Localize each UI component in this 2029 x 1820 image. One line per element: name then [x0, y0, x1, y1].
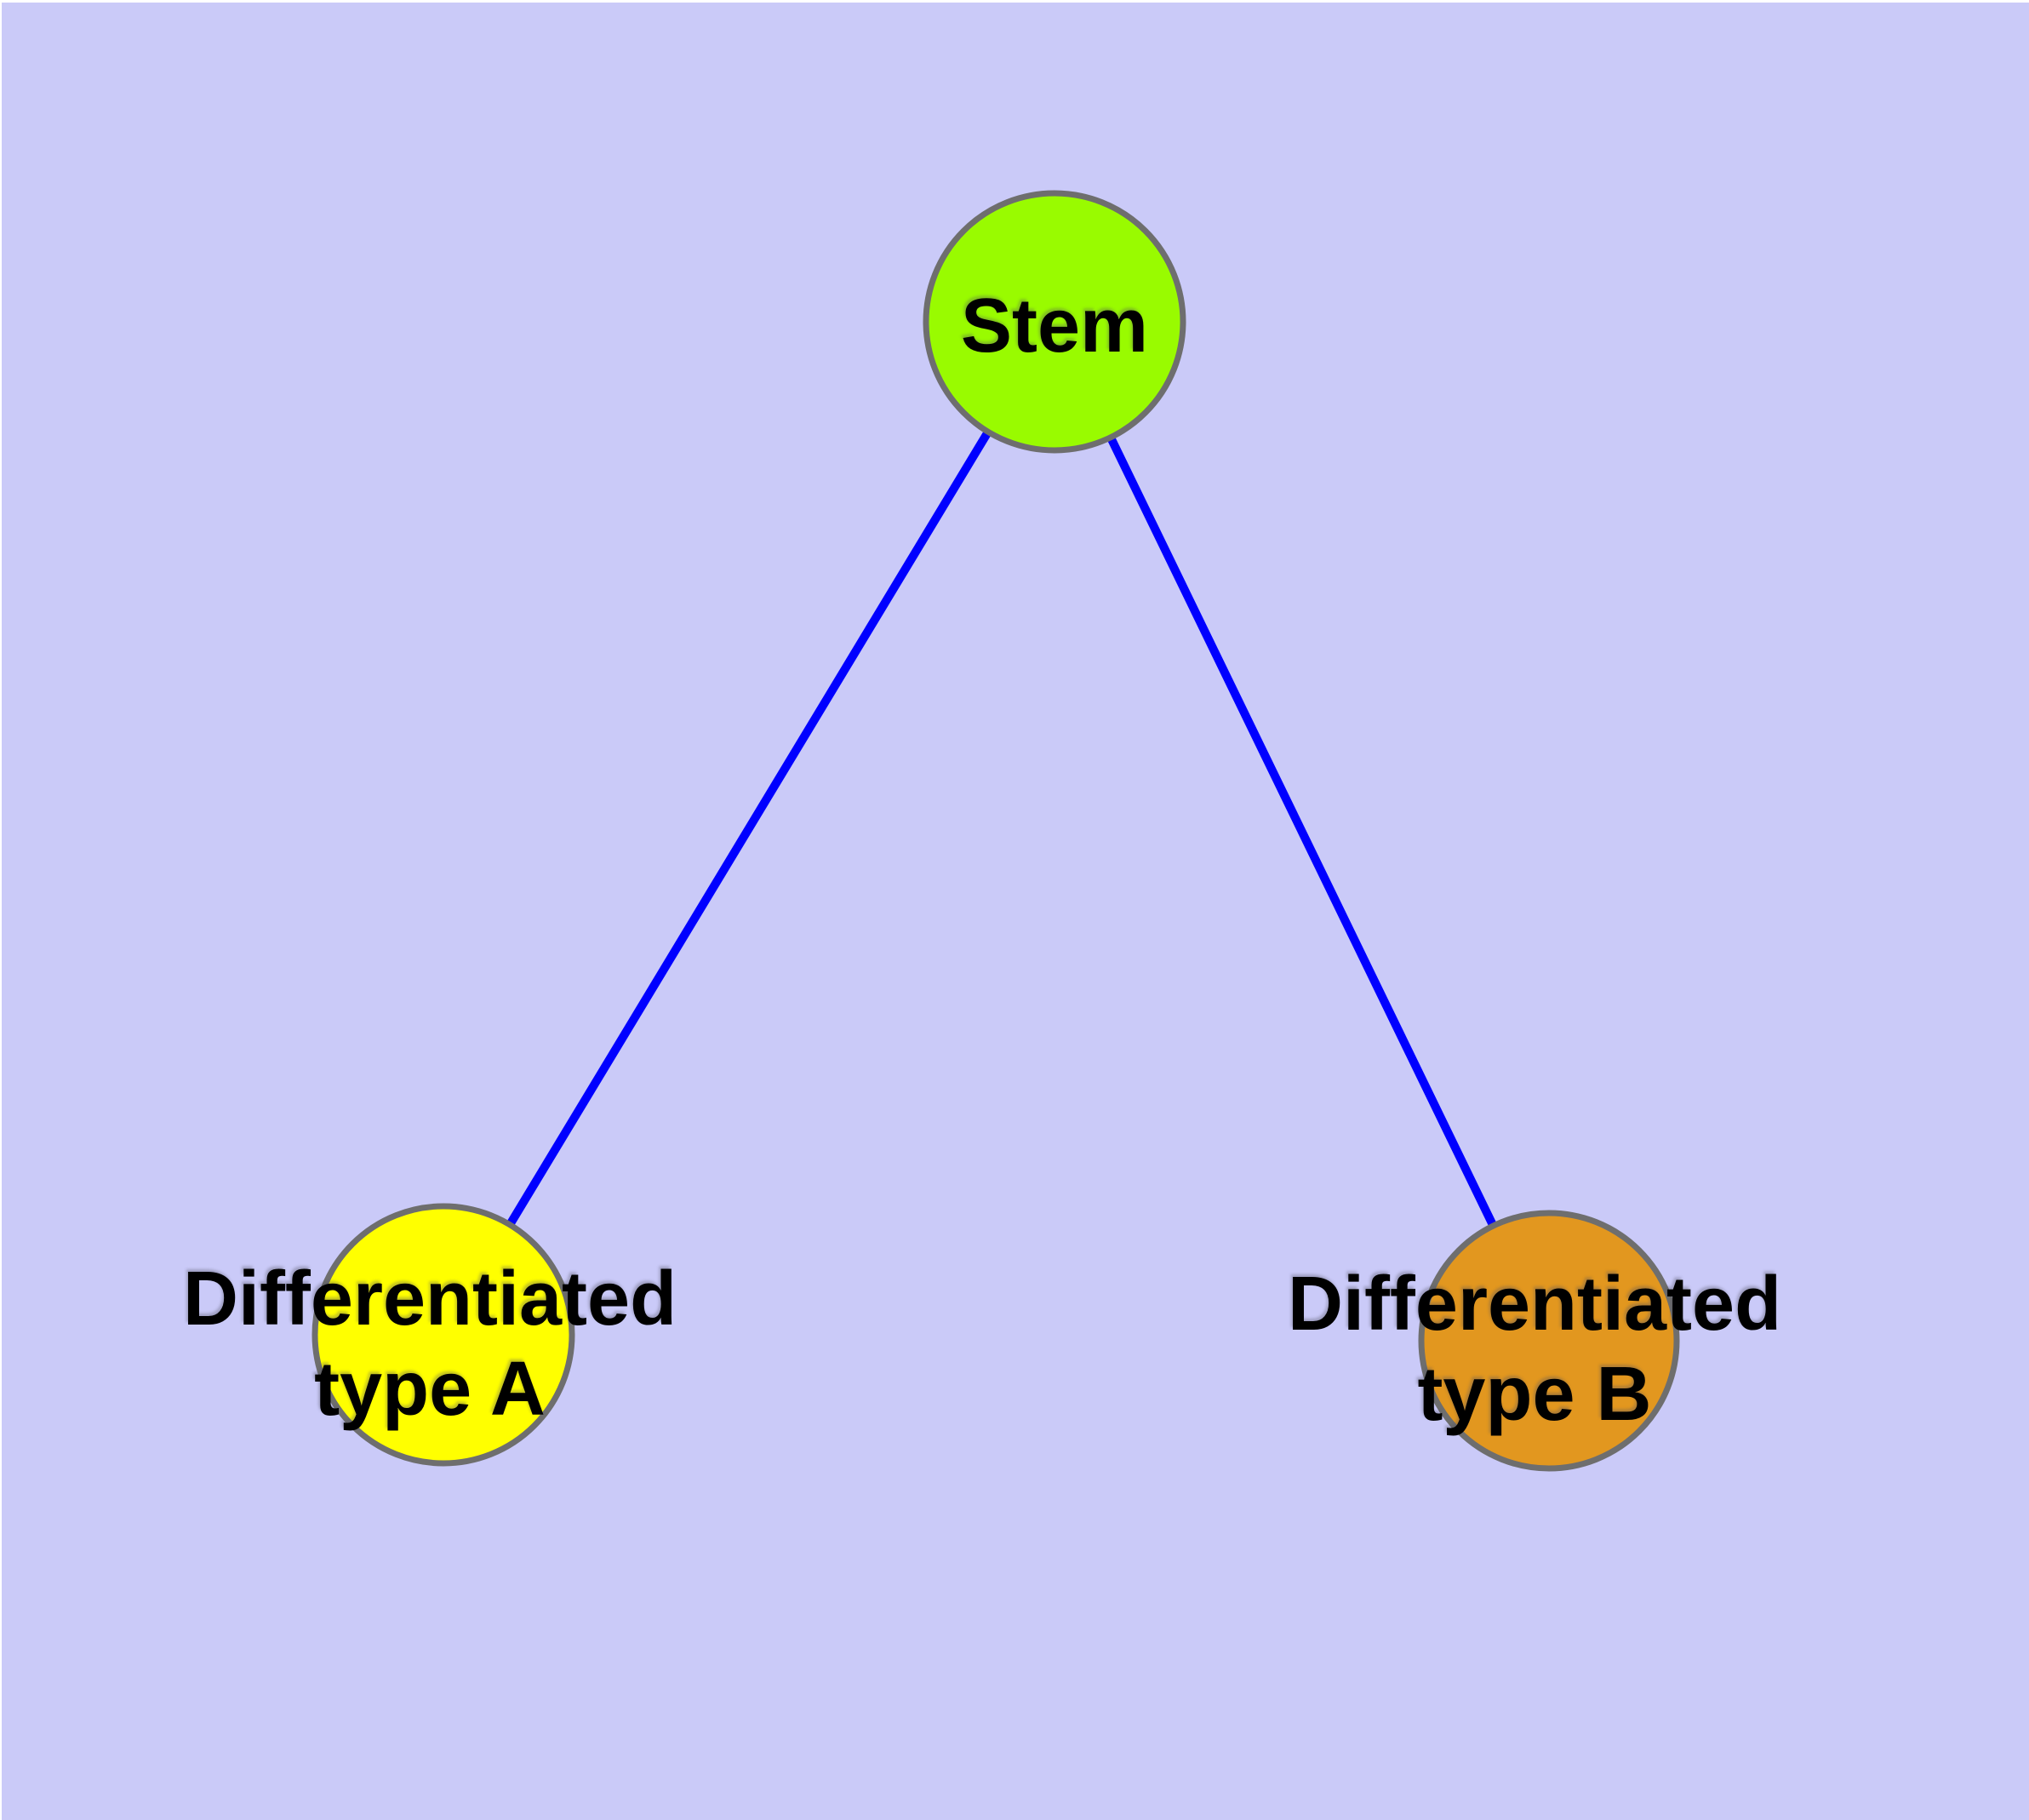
edge-stem-to-type-a [439, 319, 1059, 1337]
node-circle-type-a [311, 1203, 575, 1467]
edge-stem-to-type-b [1050, 319, 1553, 1343]
node-circle-type-b [1418, 1210, 1680, 1472]
node-circle-stem [923, 190, 1186, 454]
graph-svg [311, 190, 1680, 1472]
